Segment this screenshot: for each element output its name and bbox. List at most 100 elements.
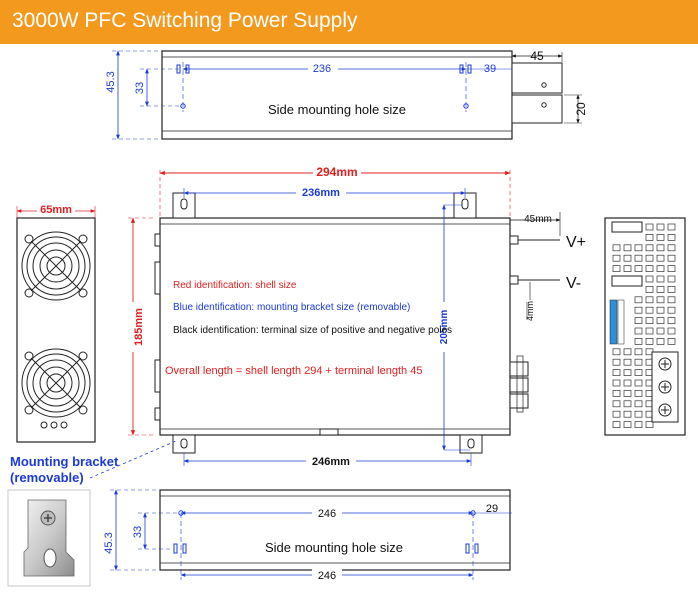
vent-slot: [634, 265, 643, 272]
top-terminal-upper: [511, 62, 563, 94]
fan-end-body: [16, 217, 96, 443]
vent-slot: [623, 358, 632, 366]
vent-slot: [612, 410, 621, 418]
vent-slot: [623, 410, 632, 418]
top-dim-45-3: 45.3: [105, 71, 117, 92]
vent-slot: [645, 338, 654, 345]
bracket-callout-title: Mounting bracket: [10, 454, 119, 469]
bottom-dim-45-3: 45.3: [103, 532, 115, 553]
legend-blue: Blue identification: mounting bracket si…: [173, 302, 410, 313]
vent-slot: [656, 338, 665, 345]
vent-slot: [623, 265, 632, 272]
vent-slot: [612, 421, 621, 428]
vent-slot: [667, 244, 676, 252]
vent-slot: [656, 223, 665, 231]
top-dim-33: 33: [134, 82, 146, 94]
vent-slot: [645, 286, 654, 293]
fan-lower-icon: [21, 348, 91, 418]
terminal-negative-label: V-: [566, 275, 581, 292]
main-dim-185mm: 185mm: [133, 308, 145, 346]
vent-slot: [667, 317, 676, 324]
vent-slot: [656, 317, 665, 324]
main-dim-246mm: 246mm: [312, 456, 350, 468]
main-dim-4mm: 4mm: [525, 301, 535, 321]
vent-slot: [667, 234, 676, 241]
top-side-label: Side mounting hole size: [268, 102, 406, 117]
vent-slot: [645, 254, 654, 262]
vent-slot: [623, 244, 632, 252]
vent-slot: [612, 358, 621, 366]
top-dim-45: 45: [530, 49, 544, 63]
bottom-dim-246-top: 246: [318, 508, 336, 520]
legend-black: Black identification: terminal size of p…: [173, 325, 452, 336]
vent-slot: [656, 306, 665, 314]
vent-slot: [623, 348, 632, 356]
vent-slot: [623, 390, 632, 397]
header-bar: 3000W PFC Switching Power Supply: [0, 0, 698, 44]
top-dim-20: 20: [574, 102, 588, 116]
top-dim-236: 236: [313, 63, 331, 75]
vent-slot: [667, 338, 676, 345]
vent-slot: [667, 296, 676, 304]
bracket-callout: Mounting bracket (removable): [7, 440, 177, 587]
fan-upper-icon: [21, 231, 91, 301]
vent-slot: [634, 379, 643, 387]
top-side-view: 236 39 45 20 45.3 33 Side mounting hole …: [105, 49, 588, 140]
legend-total: Overall length = shell length 294 + term…: [165, 365, 422, 377]
vent-slot: [656, 234, 665, 241]
vent-slot: [623, 400, 632, 408]
vent-slot: [656, 327, 665, 335]
vent-slot: [623, 369, 632, 376]
bottom-dim-246-bottom: 246: [318, 570, 336, 582]
main-dim-294mm: 294mm: [316, 165, 357, 179]
main-dim-236mm: 236mm: [302, 187, 340, 199]
vent-slot: [656, 265, 665, 272]
terminal-end-view: [604, 217, 686, 436]
vent-slot: [634, 348, 643, 356]
vent-slot: [634, 338, 643, 345]
vent-slot: [634, 410, 643, 418]
vent-slot: [645, 317, 654, 324]
vent-slot: [667, 254, 676, 262]
bottom-dim-33: 33: [132, 526, 144, 538]
terminal-screw-icon: [658, 357, 672, 417]
vent-slot: [667, 223, 676, 231]
vent-slot: [667, 286, 676, 293]
vent-slot: [667, 306, 676, 314]
vent-slot: [634, 296, 643, 304]
main-top-view: 294mm 236mm 246mm 185mm 205mm 45mm 4mm V…: [128, 165, 586, 468]
terminal-connector-icon: [609, 299, 618, 345]
vent-slot: [623, 379, 632, 387]
main-dim-205mm: 205mm: [439, 310, 450, 345]
vent-slot: [634, 421, 643, 428]
vent-slot: [612, 369, 621, 376]
vent-slot: [645, 306, 654, 314]
vent-slot: [623, 421, 632, 428]
vent-slot: [612, 390, 621, 397]
vent-slot: [634, 358, 643, 366]
vent-slot: [645, 421, 654, 428]
terminal-positive-label: V+: [566, 234, 586, 251]
vent-slot: [667, 327, 676, 335]
vent-slot: [634, 244, 643, 252]
vent-slot: [634, 254, 643, 262]
technical-drawing: 236 39 45 20 45.3 33 Side mounting hole …: [7, 49, 686, 587]
vent-slot: [634, 400, 643, 408]
vent-slot: [656, 296, 665, 304]
vent-slot: [634, 390, 643, 397]
vent-slot: [612, 379, 621, 387]
top-terminal-lower: [511, 94, 563, 124]
bracket-callout-subtitle: (removable): [10, 470, 84, 485]
vent-slot: [634, 317, 643, 324]
bottom-side-label: Side mounting hole size: [265, 540, 403, 555]
vent-slot: [612, 254, 621, 262]
vent-slot: [645, 265, 654, 272]
vent-slot: [656, 275, 665, 283]
vent-slot: [612, 400, 621, 408]
vent-slot: [645, 234, 654, 241]
vent-slot: [656, 244, 665, 252]
vent-slot: [656, 254, 665, 262]
vent-slot: [645, 296, 654, 304]
bracket-bottom-left: [172, 434, 196, 454]
vent-slot: [612, 265, 621, 272]
